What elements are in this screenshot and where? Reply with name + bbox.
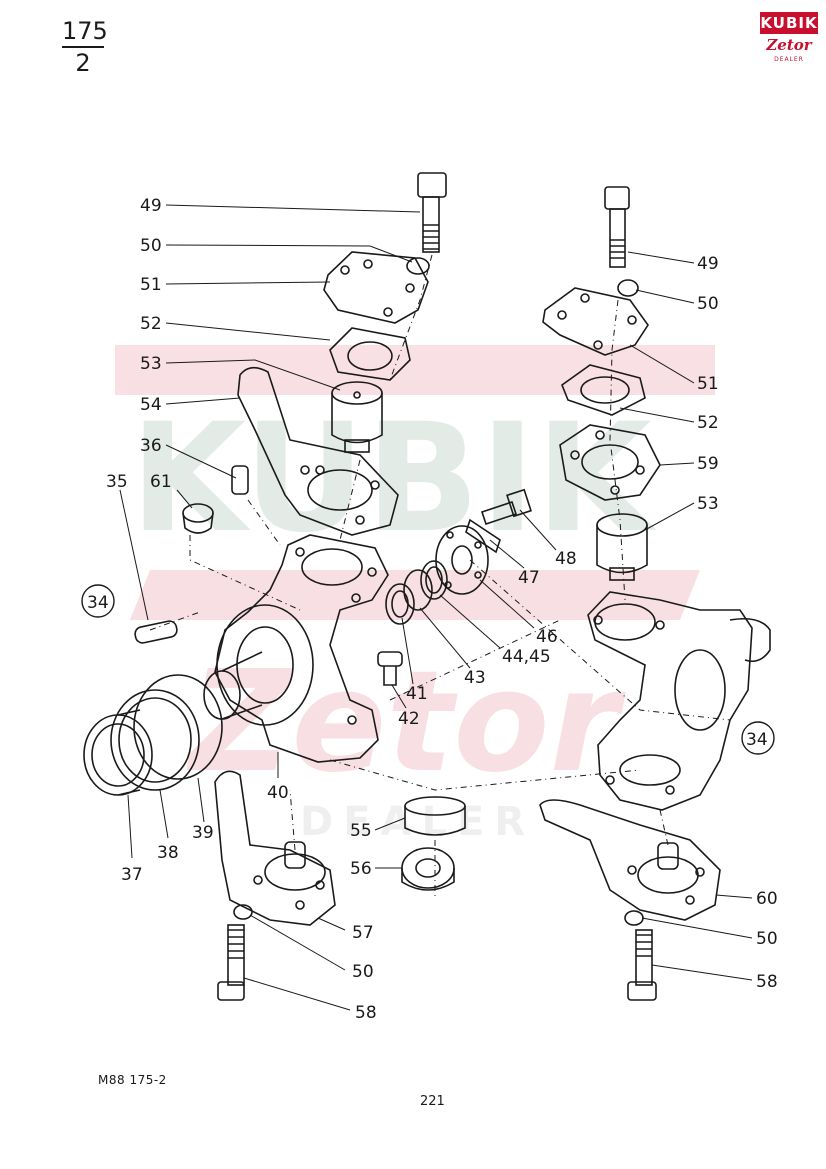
bolt-58-right: [627, 929, 657, 1001]
flange-46: [435, 525, 489, 595]
ring-43: [403, 569, 433, 611]
callout-61: 61: [150, 472, 172, 492]
circle-marker-34-left: [81, 584, 115, 618]
callout-41: 41: [406, 684, 428, 704]
callout-50-lower-left: 50: [352, 962, 374, 982]
key-35: [134, 620, 178, 644]
callout-53: 53: [140, 354, 162, 374]
washer-50-right: [617, 279, 639, 297]
plate-47: [465, 518, 501, 554]
callout-51: 51: [140, 275, 162, 295]
steering-arm-54: [237, 366, 399, 536]
callout-labels: 49 50 51 52 53 54 36 35 61 34 49 50 51 5…: [87, 196, 778, 1023]
steering-knuckle-40: [214, 534, 389, 763]
assembly-centerlines: [149, 254, 731, 900]
callout-47: 47: [518, 568, 540, 588]
logo-dealer-text: DEALER: [774, 56, 804, 63]
lower-arm-60: [539, 799, 721, 921]
callout-55: 55: [350, 821, 372, 841]
bolt-58-left: [217, 924, 245, 1001]
callout-40: 40: [267, 783, 289, 803]
pin-42: [377, 651, 403, 686]
sheet-number-top: 175: [62, 18, 108, 48]
washer-50-lower-right: [624, 910, 644, 926]
bushing-53-right: [596, 513, 648, 581]
ring-44-45: [420, 560, 448, 600]
callout-49: 49: [140, 196, 162, 216]
callout-50-lower-right: 50: [756, 929, 778, 949]
logo-brand-text: KUBIK: [760, 12, 818, 34]
callout-54: 54: [140, 395, 162, 415]
pin-36: [231, 465, 249, 495]
washer-50-lower-left: [233, 904, 253, 920]
gasket-52-right: [561, 364, 646, 416]
callout-37: 37: [121, 865, 143, 885]
brand-logo: KUBIK Zetor DEALER: [760, 12, 818, 64]
callout-50: 50: [140, 236, 162, 256]
race-37: [83, 709, 153, 796]
callout-48: 48: [555, 549, 577, 569]
callout-46: 46: [536, 627, 558, 647]
logo-sub-text: Zetor: [766, 36, 812, 54]
callout-57: 57: [352, 923, 374, 943]
bushing-53-left: [331, 381, 383, 453]
callout-49-right: 49: [697, 254, 719, 274]
callout-52-right: 52: [697, 413, 719, 433]
washer-50-left: [406, 257, 430, 275]
callout-53-right: 53: [697, 494, 719, 514]
leader-lines: [119, 204, 753, 1011]
callout-35: 35: [106, 472, 128, 492]
callout-59: 59: [697, 454, 719, 474]
grease-cap-61: [182, 503, 214, 534]
callout-51-right: 51: [697, 374, 719, 394]
bolt-48: [480, 488, 532, 526]
callout-39: 39: [192, 823, 214, 843]
callout-56: 56: [350, 859, 372, 879]
callout-34-right: 34: [746, 730, 768, 750]
sheet-number-bottom: 2: [75, 49, 91, 77]
callout-50-right: 50: [697, 294, 719, 314]
spacer-59: [559, 424, 661, 501]
callout-43: 43: [464, 668, 486, 688]
circle-marker-34-right: [741, 721, 775, 755]
callout-34-left: 34: [87, 593, 109, 613]
callout-44-45: 44,45: [502, 647, 551, 667]
ring-38: [110, 689, 200, 791]
steering-knuckle-right: [587, 591, 771, 811]
callout-58-left: 58: [355, 1003, 377, 1023]
bolt-49-right: [604, 186, 630, 268]
page-number: 221: [420, 1094, 445, 1109]
gasket-52-left: [329, 327, 411, 381]
callout-52: 52: [140, 314, 162, 334]
ring-39: [133, 674, 223, 780]
watermark: KUBIK Zetor DEALER: [115, 345, 715, 845]
sheet-number: 175 2: [62, 18, 108, 77]
watermark-dealer: DEALER: [300, 799, 535, 845]
cover-plate-51-right: [542, 287, 649, 356]
watermark-sub: Zetor: [186, 641, 627, 804]
watermark-word: KUBIK: [130, 392, 657, 566]
callout-58-right: 58: [756, 972, 778, 992]
callout-60: 60: [756, 889, 778, 909]
lower-arm-57: [214, 770, 336, 926]
callout-38: 38: [157, 843, 179, 863]
race-55: [404, 796, 466, 836]
bearing-56: [401, 847, 455, 891]
drawing-code: M88 175-2: [98, 1073, 167, 1087]
cover-plate-51-left: [323, 251, 429, 324]
callout-42: 42: [398, 709, 420, 729]
callout-36: 36: [140, 436, 162, 456]
bolt-49-left: [417, 172, 447, 253]
